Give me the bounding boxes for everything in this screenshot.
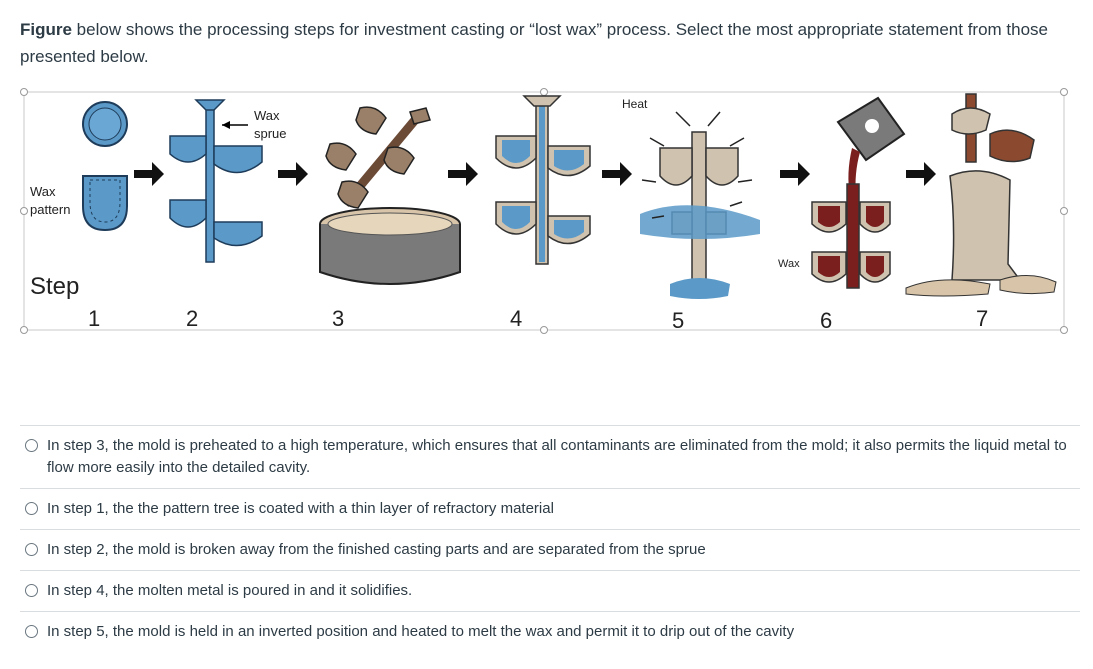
answer-option-2[interactable]: In step 1, the the pattern tree is coate… <box>20 488 1080 529</box>
arrow-icon <box>134 162 164 186</box>
step-number-1: 1 <box>88 306 100 331</box>
step4-coated-tree <box>495 95 591 265</box>
radio-button[interactable] <box>25 543 38 556</box>
arrow-icon <box>448 162 478 186</box>
frame-handle <box>540 88 548 96</box>
step-number-3: 3 <box>332 306 344 331</box>
step2-wax-tree <box>169 99 263 263</box>
radio-button[interactable] <box>25 584 38 597</box>
wax-sprue-label-1: Wax <box>254 108 280 123</box>
answer-choices: In step 3, the mold is preheated to a hi… <box>20 425 1080 652</box>
answer-option-text: In step 2, the mold is broken away from … <box>47 541 706 558</box>
step-number-7: 7 <box>976 306 988 331</box>
step5-dewax <box>640 111 760 299</box>
wax-pattern-label-2: pattern <box>30 202 70 217</box>
frame-handle <box>1060 207 1068 215</box>
answer-option-text: In step 4, the molten metal is poured in… <box>47 582 413 599</box>
frame-handle <box>20 88 28 96</box>
heat-label: Heat <box>622 97 648 111</box>
investment-casting-figure: Wax pattern Wax sprue Heat Wax Step 1 2 … <box>0 84 1093 346</box>
step-number-5: 5 <box>672 308 684 333</box>
frame-handle <box>1060 326 1068 334</box>
answer-option-4[interactable]: In step 4, the molten metal is poured in… <box>20 570 1080 611</box>
question-text: Figure below shows the processing steps … <box>20 16 1070 70</box>
step-number-4: 4 <box>510 306 522 331</box>
process-diagram: Wax pattern Wax sprue Heat Wax Step 1 2 … <box>20 88 1068 334</box>
frame-handle <box>20 326 28 334</box>
arrow-icon <box>780 162 810 186</box>
step-number-6: 6 <box>820 308 832 333</box>
answer-option-text: In step 1, the the pattern tree is coate… <box>47 500 554 517</box>
step-heading: Step <box>30 273 79 300</box>
radio-button[interactable] <box>25 625 38 638</box>
step1-wax-pattern <box>82 101 128 232</box>
wax-pattern-label-1: Wax <box>30 184 56 199</box>
arrow-icon <box>602 162 632 186</box>
answer-option-5[interactable]: In step 5, the mold is held in an invert… <box>20 611 1080 652</box>
answer-option-text: In step 3, the mold is preheated to a hi… <box>47 437 1067 476</box>
frame-handle <box>20 207 28 215</box>
arrow-icon <box>278 162 308 186</box>
step3-slurry-dip <box>319 106 461 285</box>
arrow-icon <box>906 162 936 186</box>
frame-handle <box>540 326 548 334</box>
answer-option-1[interactable]: In step 3, the mold is preheated to a hi… <box>20 425 1080 488</box>
step7-shakeout <box>905 93 1057 297</box>
radio-button[interactable] <box>25 439 38 452</box>
wax-sprue-label-2: sprue <box>254 126 287 141</box>
answer-option-3[interactable]: In step 2, the mold is broken away from … <box>20 529 1080 570</box>
answer-option-text: In step 5, the mold is held in an invert… <box>47 623 795 640</box>
process-arrows <box>134 162 936 186</box>
wax-drip-label: Wax <box>778 258 800 270</box>
step-number-2: 2 <box>186 306 198 331</box>
question-lead: Figure <box>20 20 72 39</box>
question-body: below shows the processing steps for inv… <box>20 20 1049 66</box>
radio-button[interactable] <box>25 502 38 515</box>
frame-handle <box>1060 88 1068 96</box>
step6-pouring <box>811 96 906 289</box>
